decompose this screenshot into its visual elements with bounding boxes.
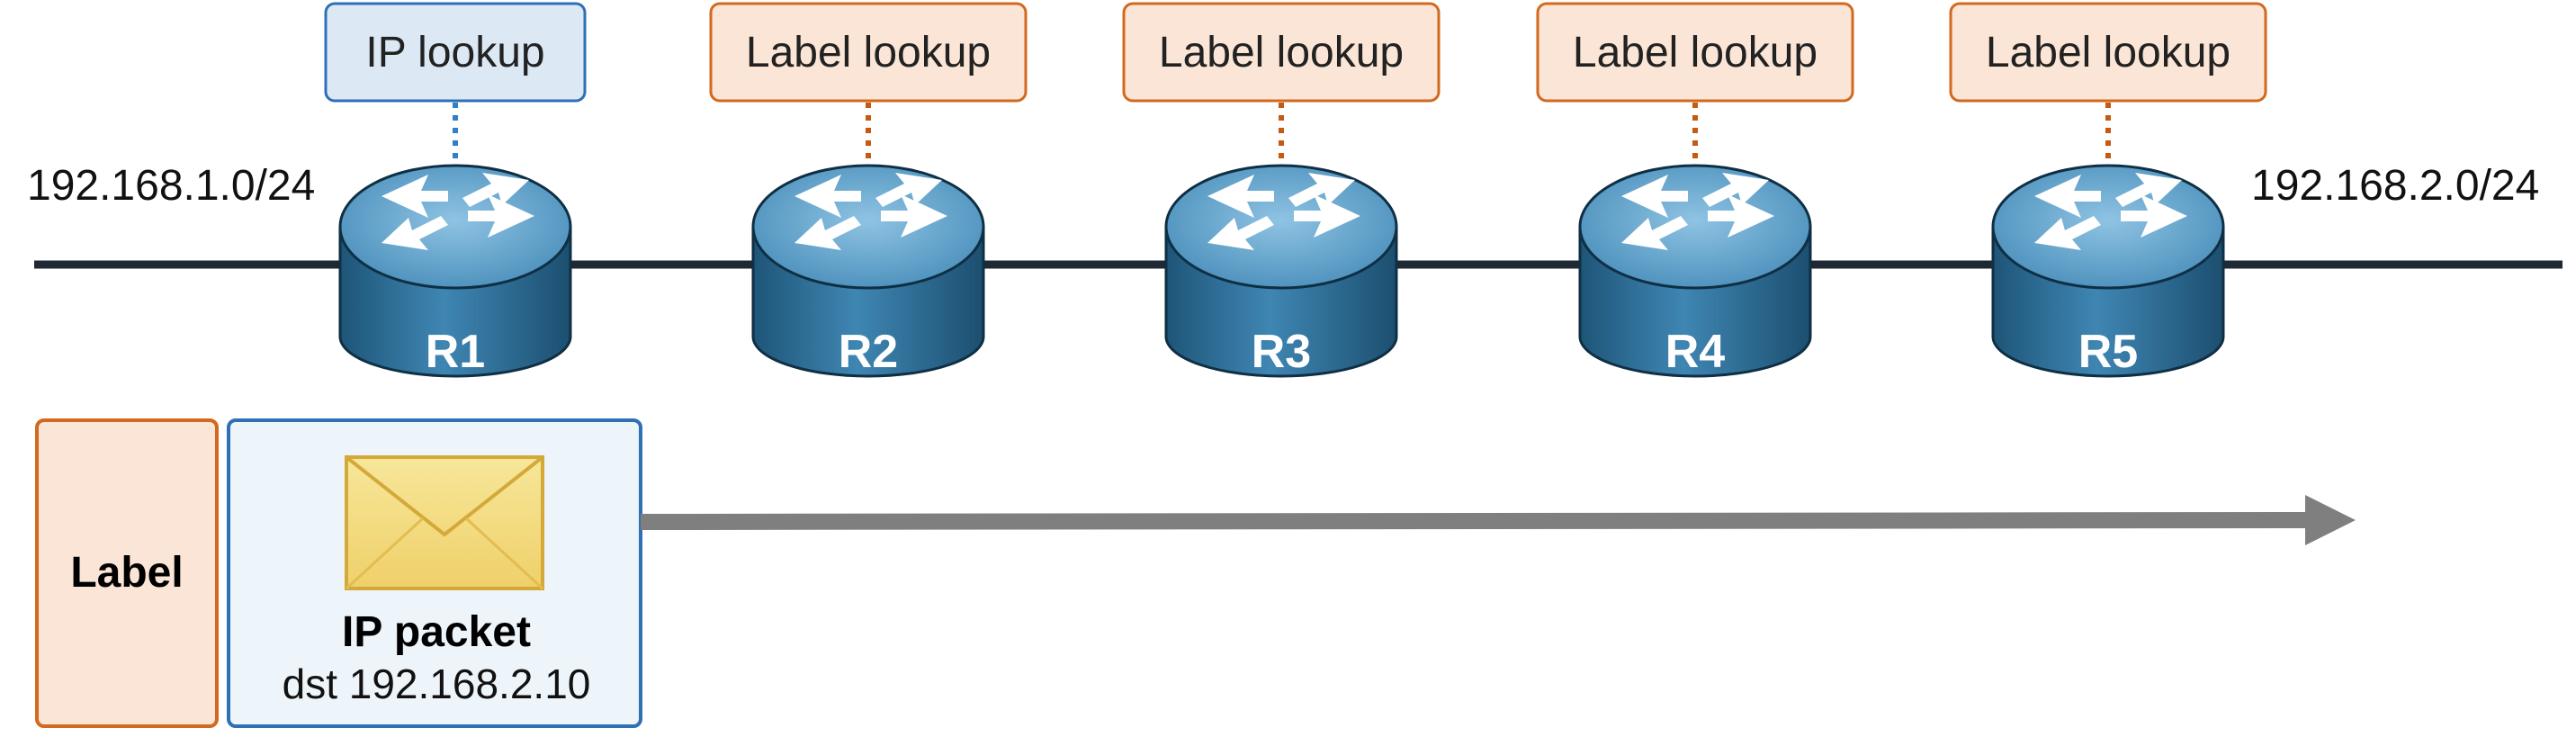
router-r2-icon: R2	[751, 164, 985, 378]
ip-packet-title: IP packet	[342, 608, 531, 656]
lookup-box-r1: IP lookup	[324, 2, 587, 103]
router-top	[751, 164, 985, 290]
router-name-label: R1	[426, 326, 485, 378]
lookup-box-frame	[1536, 2, 1854, 103]
lookup-box-text: Label lookup	[746, 29, 991, 76]
mpls-label-text: Label	[70, 549, 183, 597]
router-r4-icon: R4	[1578, 164, 1812, 378]
router-name-label: R3	[1252, 326, 1311, 378]
envelope-icon	[345, 455, 544, 590]
router-top	[1164, 164, 1398, 290]
lookup-box-r3: Label lookup	[1122, 2, 1441, 103]
lookup-box-text: Label lookup	[1573, 29, 1818, 76]
lookup-box-frame	[1949, 2, 2267, 103]
source-network-label: 192.168.1.0/24	[27, 162, 315, 210]
lookup-box-r2: Label lookup	[709, 2, 1028, 103]
router-top	[1578, 164, 1812, 290]
forwarding-arrow	[640, 495, 2356, 545]
lookup-box-frame	[324, 2, 587, 103]
ip-packet-destination: dst 192.168.2.10	[283, 661, 591, 707]
router-r1-icon: R1	[338, 164, 572, 378]
lookup-box-r4: Label lookup	[1536, 2, 1854, 103]
router-name-label: R5	[2078, 326, 2138, 378]
lookup-box-frame	[1122, 2, 1441, 103]
router-top	[1991, 164, 2225, 290]
lookup-box-text: IP lookup	[365, 29, 544, 76]
router-name-label: R2	[839, 326, 898, 378]
router-top	[338, 164, 572, 290]
mpls-label-box	[35, 418, 219, 728]
router-r5-icon: R5	[1991, 164, 2225, 378]
lookup-box-text: Label lookup	[1159, 29, 1404, 76]
lookup-box-frame	[709, 2, 1028, 103]
lookup-box-r5: Label lookup	[1949, 2, 2267, 103]
lookup-box-text: Label lookup	[1986, 29, 2230, 76]
router-r3-icon: R3	[1164, 164, 1398, 378]
router-name-label: R4	[1665, 326, 1726, 378]
destination-network-label: 192.168.2.0/24	[2251, 162, 2539, 210]
